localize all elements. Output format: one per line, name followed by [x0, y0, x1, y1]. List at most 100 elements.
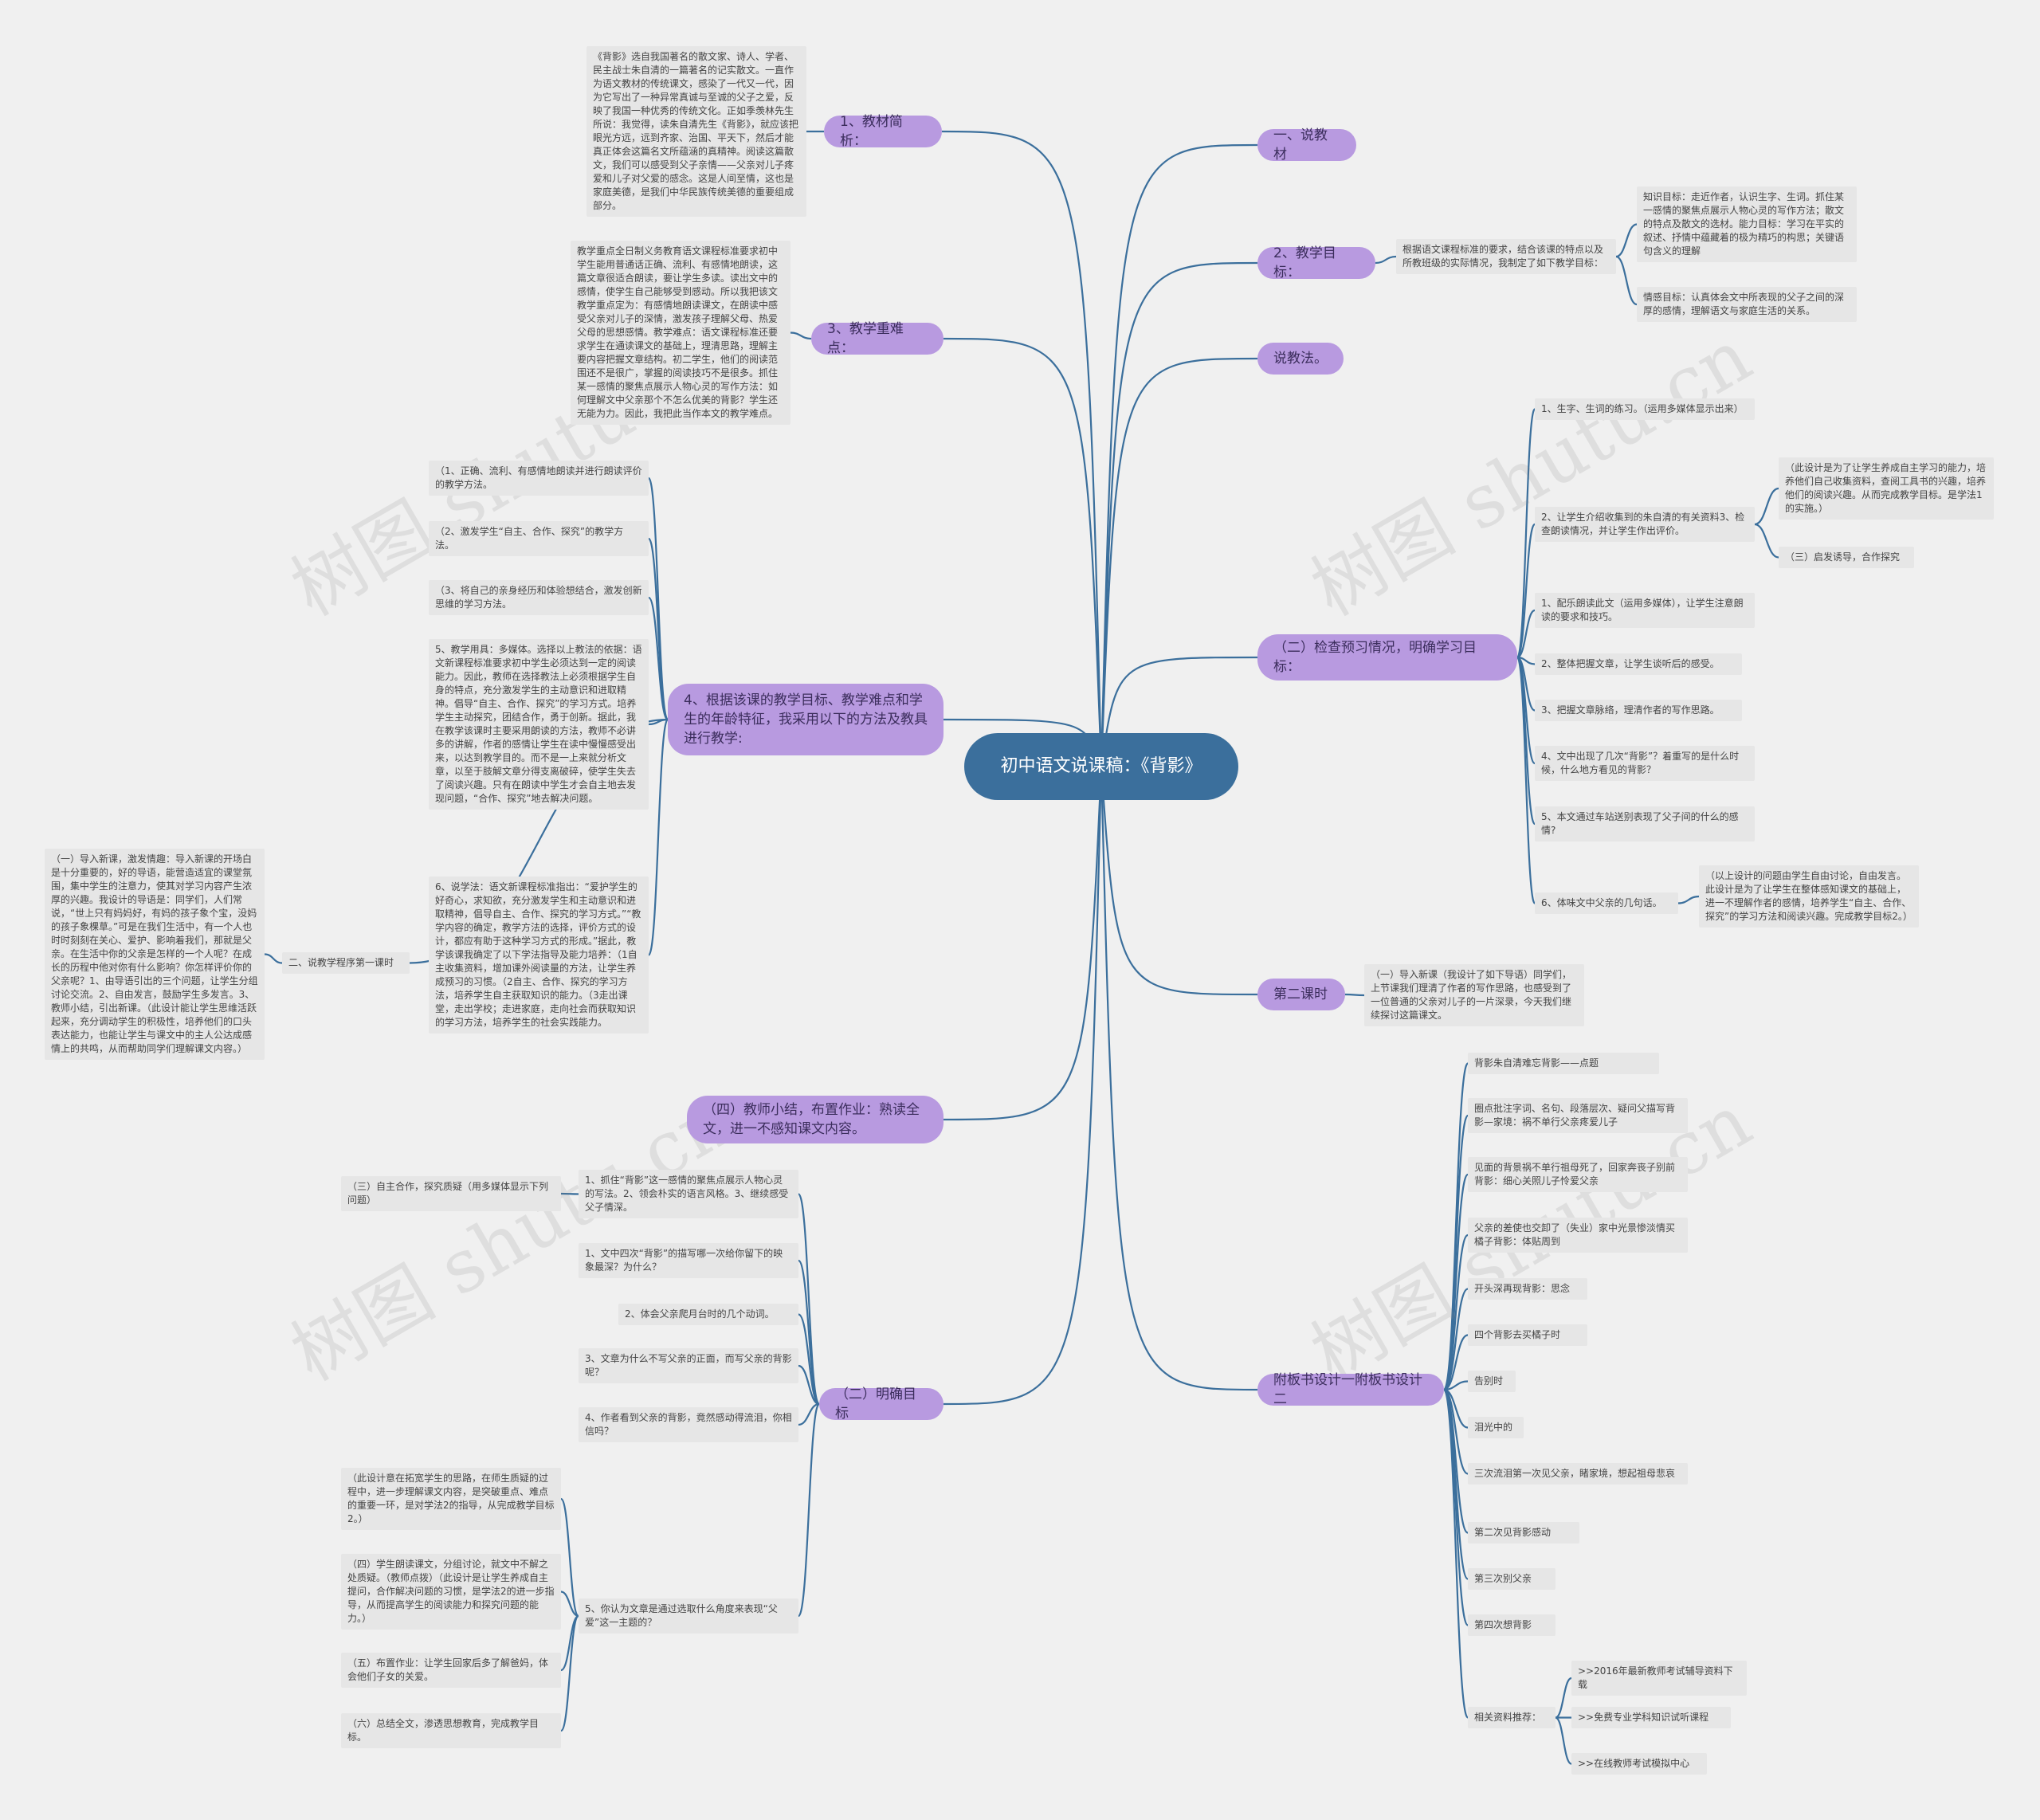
study-method: 6、说学法：语文新课程标准指出：“爱护学生的好奇心，求知欲，充分激发学生和主动意…	[429, 877, 649, 1034]
related-resources-label: 相关资料推荐：	[1468, 1707, 1556, 1728]
connector-line	[1555, 1677, 1572, 1719]
method-item: （1、正确、流利、有感情地朗读并进行朗读评价的教学方法。	[429, 461, 649, 496]
knowledge-goals: 知识目标：走近作者，认识生字、生词。抓住某一感情的聚焦点展示人物心灵的写作方法；…	[1637, 186, 1857, 262]
resource-link[interactable]: >>在线教师考试模拟中心	[1571, 1753, 1707, 1775]
branch-preview-check[interactable]: （二）检查预习情况，明确学习目标：	[1257, 634, 1517, 681]
connector-line	[1516, 656, 1536, 904]
connector-line	[559, 1497, 580, 1618]
goals-intro: 根据语文课程标准的要求，结合该课的特点以及所教班级的实际情况，我制定了如下教学目…	[1396, 239, 1616, 274]
resource-link[interactable]: >>免费专业学科知识试听课程	[1571, 1707, 1731, 1728]
branch-board-design[interactable]: 附板书设计一附板书设计二	[1257, 1372, 1444, 1407]
connector-line	[1555, 1716, 1572, 1765]
branch-shuo-jiaocai[interactable]: 一、说教材	[1257, 127, 1356, 163]
connector-line	[1754, 487, 1779, 526]
board-item: 告别时	[1468, 1371, 1516, 1392]
preview-item: 2、整体把握文章，让学生谈听后的感受。	[1535, 653, 1742, 675]
connector-line	[798, 1313, 820, 1406]
key-points-text: 教学重点全日制义务教育语文课程标准要求初中学生能用普通话正确、流利、有感情地朗读…	[571, 241, 790, 425]
preview-item: 6、体味文中父亲的几句话。	[1535, 892, 1678, 914]
connector-line	[1344, 993, 1365, 997]
goals-item: 3、文章为什么不写父亲的正面，而写父亲的背影呢？	[579, 1348, 798, 1383]
board-item: 四个背影去买橘子时	[1468, 1324, 1587, 1346]
connector-line	[264, 953, 283, 964]
connector-line	[1615, 255, 1638, 306]
preview-item: 5、本文通过车站送别表现了父子间的什么的感情?	[1535, 806, 1755, 841]
connector-line	[1100, 143, 1258, 767]
branch-teaching-goals[interactable]: 2、教学目标：	[1257, 245, 1375, 280]
branch-second-lesson[interactable]: 第二课时	[1257, 979, 1345, 1010]
connector-line	[1754, 523, 1779, 559]
preview-note: （此设计是为了让学生养成自主学习的能力，培养他们自己收集资料，查阅工具书的兴趣，…	[1779, 457, 1994, 520]
connector-line	[1615, 223, 1638, 258]
connector-line	[559, 1614, 580, 1732]
connector-line	[797, 1193, 821, 1406]
connector-line	[1100, 261, 1258, 767]
connector-line	[790, 331, 812, 340]
board-item: 背影朱自清难忘背影——点题	[1468, 1053, 1659, 1074]
connector-line	[1442, 1388, 1469, 1719]
branch-teacher-summary[interactable]: （四）教师小结，布置作业：熟读全文，进一不感知课文内容。	[687, 1096, 944, 1143]
connector-line	[943, 766, 1103, 1406]
lead-in-text: （一）导入新课，激发情趣：导入新课的开场白是十分重要的，好的导语，能营造适宜的课…	[45, 849, 265, 1060]
second-lesson-intro: （一）导入新课（我设计了如下导语）同学们，上节课我们理清了作者的写作思路，也感受…	[1364, 964, 1584, 1026]
connector-line	[1516, 523, 1536, 659]
connector-line	[1442, 1234, 1469, 1391]
connector-line	[1442, 1114, 1469, 1391]
goals-item: 1、抓住“背影”这一感情的聚焦点展示人物心灵的写法。2、领会朴实的语言风格。3、…	[579, 1170, 798, 1218]
branch-textbook-analysis[interactable]: 1、教材简析：	[824, 114, 942, 149]
connector-line	[1100, 766, 1258, 996]
branch-methods-and-tools[interactable]: 4、根据该课的教学目标、教学难点和学生的年龄特征，我采用以下的方法及教具进行教学…	[668, 684, 944, 755]
goals-item: 5、你认为文章是通过选取什么角度来表现“父爱”这一主题的？	[579, 1598, 798, 1634]
teaching-procedure-label: 二、说教学程序第一课时	[282, 952, 410, 974]
method-item: （3、将自己的亲身经历和体验想结合，激发创新思维的学习方法。	[429, 580, 649, 615]
connector-line	[943, 766, 1103, 1121]
connector-line	[1516, 609, 1536, 659]
connector-line	[560, 1614, 579, 1672]
board-item: 第三次别父亲	[1468, 1568, 1556, 1590]
goals-note: （此设计意在拓宽学生的思路，在师生质疑的过程中，进一步理解课文内容，是突破重点、…	[341, 1468, 561, 1530]
root-node[interactable]: 初中语文说课稿：《背影》	[964, 733, 1238, 800]
connector-line	[1677, 895, 1700, 904]
board-item: 开头深再现背影：思念	[1468, 1278, 1587, 1300]
board-item: 父亲的差使也交卸了（失业）家中光景惨淡情买橘子背影：体贴周到	[1468, 1218, 1688, 1253]
textbook-analysis-text: 《背影》选自我国著名的散文家、诗人、学者、民主战士朱自清的一篇著名的记实散文。一…	[586, 46, 806, 217]
resource-link[interactable]: >>2016年最新教师考试辅导资料下载	[1571, 1661, 1747, 1696]
connector-line	[798, 1402, 820, 1426]
branch-key-difficult-points[interactable]: 3、教学重难点：	[811, 321, 944, 356]
preview-item: 1、配乐朗读此文（运用多媒体），让学生注意朗读的要求和技巧。	[1535, 593, 1755, 628]
branch-define-goals[interactable]: （二）明确目标	[819, 1387, 944, 1422]
board-item: 第四次想背影	[1468, 1614, 1556, 1636]
preview-item: 1、生字、生词的练习。（运用多媒体显示出来）	[1535, 398, 1755, 420]
branch-teaching-method[interactable]: 说教法。	[1257, 343, 1344, 375]
goals-note: （六）总结全文，渗透思想教育，完成教学目标。	[341, 1713, 561, 1748]
method-rationale: 5、教学用具：多媒体。选择以上教法的依据：语文新课程标准要求初中学生必须达到一定…	[429, 639, 649, 810]
connector-line	[797, 1402, 821, 1618]
board-item: 三次流泪第一次见父亲，睹家境，想起祖母悲哀	[1468, 1463, 1688, 1485]
goals-item: 1、文中四次“背影”的描写哪一次给你留下的映象最深？为什么？	[579, 1243, 798, 1278]
connector-line	[647, 718, 669, 956]
method-item: （2、激发学生“自主、合作、探究”的教学方法。	[429, 521, 649, 556]
connector-line	[1100, 357, 1258, 767]
connector-line	[1443, 1288, 1469, 1391]
preview-item: 2、让学生介绍收集到的朱自清的有关资料3、检查朗读情况，并让学生作出评价。	[1535, 507, 1755, 542]
connector-line	[941, 130, 1103, 767]
connector-line	[1442, 1388, 1469, 1626]
goals-note: （三）自主合作，探究质疑（用多媒体显示下列问题）	[341, 1176, 561, 1211]
connector-line	[647, 477, 669, 721]
goals-item: 2、体会父亲爬月台时的几个动词。	[618, 1304, 798, 1325]
connector-line	[798, 1364, 820, 1406]
goals-note: （五）布置作业：让学生回家后多了解爸妈，体会他们子女的关爱。	[341, 1653, 561, 1688]
connector-line	[1100, 656, 1258, 767]
goals-note: （四）学生朗读课文，分组讨论，就文中不解之处质疑。（教师点拨）（此设计是让学生养…	[341, 1554, 561, 1630]
preview-note: （以上设计的问题由学生自由讨论，自由发言。此设计是为了让学生在整体感知课文的基础…	[1699, 865, 1919, 928]
connector-line	[1443, 1334, 1469, 1391]
board-item: 泪光中的	[1468, 1417, 1524, 1438]
connector-line	[1100, 766, 1258, 1391]
connector-line	[647, 537, 669, 721]
connector-line	[560, 1591, 579, 1618]
preview-item: 4、文中出现了几次“背影”？着重写的是什么时候，什么地方看见的背影？	[1535, 746, 1755, 781]
goals-item: 4、作者看到父亲的背影，竟然感动得流泪，你相信吗？	[579, 1407, 798, 1442]
board-item: 第二次见背影感动	[1468, 1522, 1579, 1543]
board-item: 见面的背景祸不单行祖母死了，回家奔丧子别前背影：细心关照儿子怜爱父亲	[1468, 1157, 1688, 1192]
